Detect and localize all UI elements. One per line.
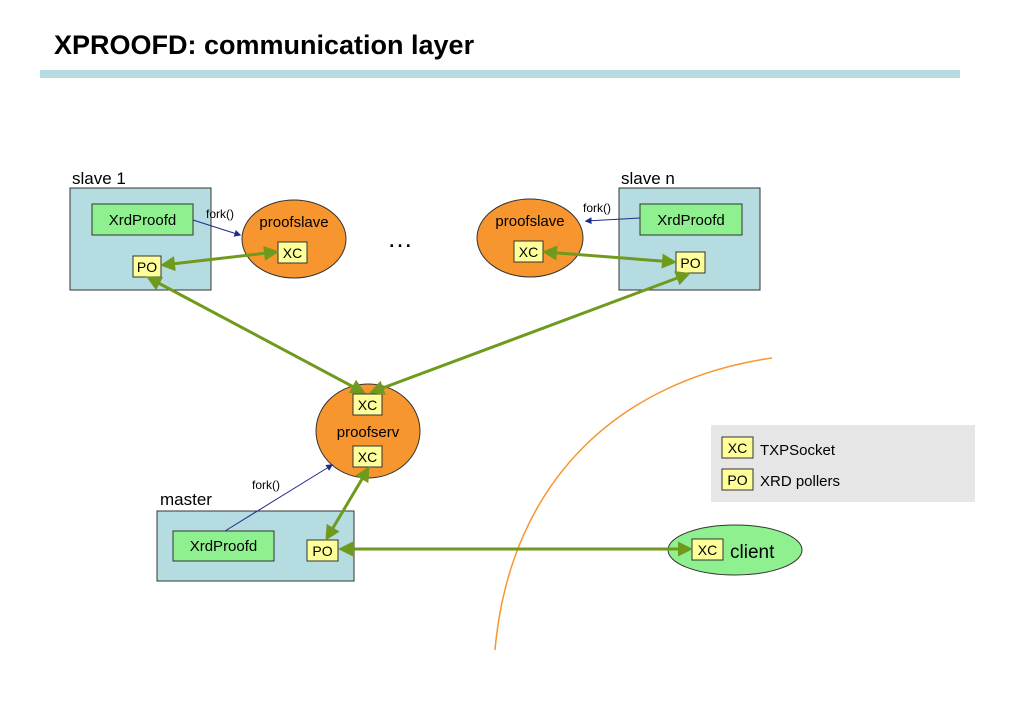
slaven-xc-label: XC bbox=[519, 244, 538, 260]
client-boundary-arc bbox=[494, 357, 773, 651]
slave1-fork-arrow bbox=[192, 219, 242, 237]
master-po-proofserv-link bbox=[325, 466, 370, 541]
slaven-box bbox=[618, 187, 761, 291]
slaven-label: slave n bbox=[621, 169, 675, 188]
proofserv-xc-top-tag bbox=[352, 393, 383, 416]
legend-box bbox=[711, 425, 975, 502]
slide-title: XPROOFD: communication layer bbox=[54, 30, 475, 60]
slave1-fork-label: fork() bbox=[206, 207, 234, 221]
slaven-xc-po-link bbox=[542, 245, 677, 269]
slave1-xrdproofd-label: XrdProofd bbox=[109, 212, 177, 229]
legend-po-swatch bbox=[721, 468, 754, 491]
legend-xc-key: XC bbox=[728, 440, 747, 456]
slaven-proofslave bbox=[476, 198, 584, 278]
master-fork-label: fork() bbox=[252, 478, 280, 492]
slave1-proofslave bbox=[241, 199, 347, 279]
client-xc-label: XC bbox=[698, 542, 717, 558]
slaven-xrdproofd bbox=[639, 203, 743, 236]
proofserv-slaven-link bbox=[369, 271, 691, 395]
proofserv-slave1-link bbox=[146, 276, 366, 394]
master-xrdproofd bbox=[172, 530, 275, 562]
slaves-ellipsis: … bbox=[387, 223, 413, 253]
master-label: master bbox=[160, 490, 212, 509]
client-label: client bbox=[730, 542, 775, 563]
slaven-fork-label: fork() bbox=[583, 201, 611, 215]
slave1-proofslave-label: proofslave bbox=[259, 214, 328, 231]
proofserv-xc-top-label: XC bbox=[358, 397, 377, 413]
master-fork-arrow bbox=[224, 464, 334, 532]
slave1-xc-label: XC bbox=[283, 245, 302, 261]
legend-xc-swatch bbox=[721, 436, 754, 459]
proofserv-xc-bottom-label: XC bbox=[358, 449, 377, 465]
slaven-xrdproofd-label: XrdProofd bbox=[657, 212, 725, 229]
slave1-po-xc-link bbox=[160, 245, 279, 272]
master-po-label: PO bbox=[312, 543, 332, 559]
legend-po-text: XRD pollers bbox=[760, 473, 840, 490]
slaven-fork-arrow bbox=[584, 217, 641, 225]
slave1-xrdproofd bbox=[91, 203, 194, 236]
proofserv-label: proofserv bbox=[337, 424, 400, 441]
legend-po-key: PO bbox=[727, 472, 747, 488]
slaven-po-label: PO bbox=[680, 255, 700, 271]
title-rule bbox=[40, 70, 960, 78]
slave1-po-label: PO bbox=[137, 259, 157, 275]
legend-xc-text: TXPSocket bbox=[760, 442, 836, 459]
master-xrdproofd-label: XrdProofd bbox=[190, 538, 258, 555]
slaven-proofslave-label: proofslave bbox=[495, 213, 564, 230]
slave1-label: slave 1 bbox=[72, 169, 126, 188]
